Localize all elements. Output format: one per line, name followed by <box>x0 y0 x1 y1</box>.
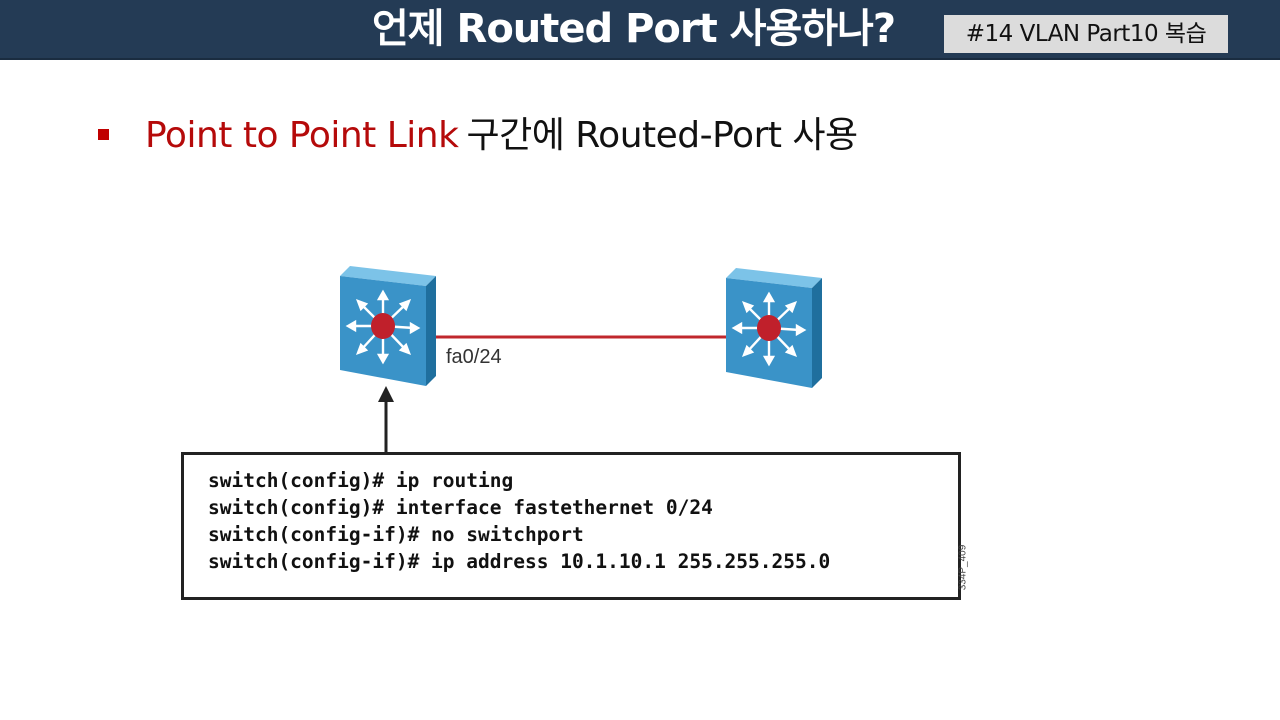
bullet-square-icon <box>98 129 109 140</box>
figure-code: 334P_409 <box>958 540 988 600</box>
cli-config-box: switch(config)# ip routing switch(config… <box>181 452 961 600</box>
network-diagram <box>170 260 870 460</box>
section-badge: #14 VLAN Part10 복습 <box>944 15 1228 53</box>
figure-code-text: 334P_409 <box>957 545 968 591</box>
bullet-text: 구간에 Routed-Port 사용 <box>466 115 857 156</box>
slide-header: 언제 Routed Port 사용하나? #14 VLAN Part10 복습 <box>0 0 1280 60</box>
switch-left-icon <box>340 266 436 386</box>
cli-line: switch(config-if)# ip address 10.1.10.1 … <box>208 550 830 573</box>
cli-line: switch(config)# ip routing <box>208 469 513 492</box>
bullet-highlight-text: Point to Point Link <box>145 115 458 156</box>
cli-line: switch(config-if)# no switchport <box>208 523 584 546</box>
cli-line: switch(config)# interface fastethernet 0… <box>208 496 713 519</box>
switch-right-icon <box>726 268 822 388</box>
up-arrow-icon <box>378 386 394 454</box>
interface-label: fa0/24 <box>446 346 502 369</box>
slide-title: 언제 Routed Port 사용하나? <box>372 2 895 56</box>
